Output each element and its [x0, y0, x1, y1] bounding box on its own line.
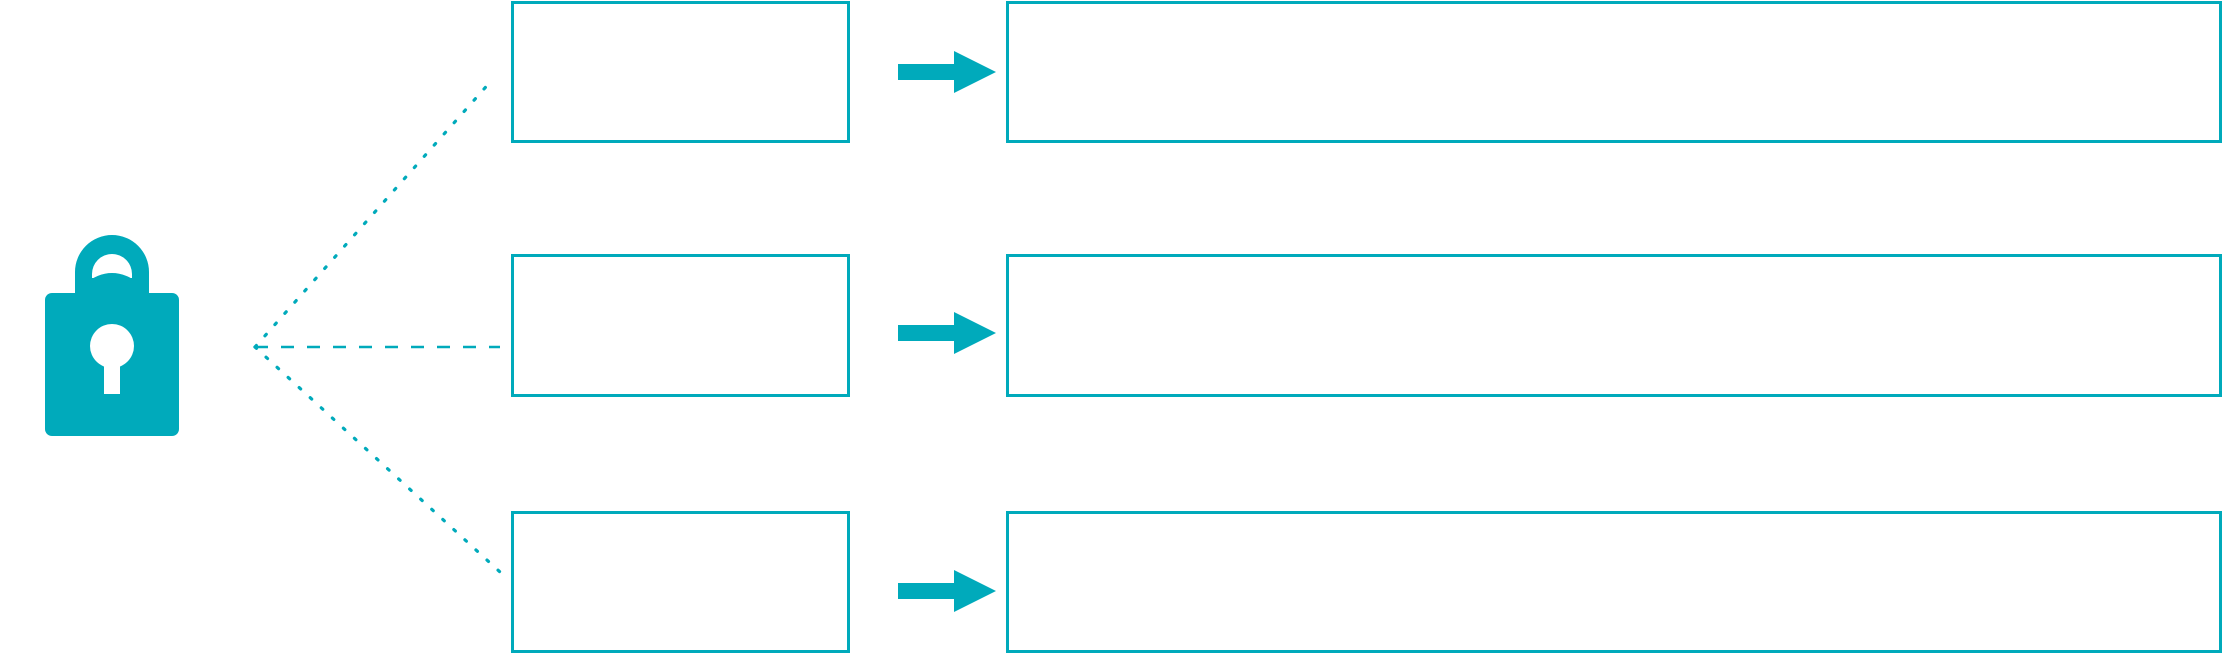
right-box-3[interactable]: [1006, 511, 2222, 653]
left-box-3[interactable]: [511, 511, 850, 653]
arrow-1: [898, 51, 996, 93]
arrow-right-icon: [898, 312, 996, 354]
arrow-2: [898, 312, 996, 354]
arrow-right-icon: [898, 570, 996, 612]
left-box-2[interactable]: [511, 254, 850, 397]
connector-line-1: [253, 78, 494, 349]
source-node: [27, 218, 197, 436]
right-box-2[interactable]: [1006, 254, 2222, 397]
right-box-1[interactable]: [1006, 1, 2222, 143]
arrow-3: [898, 570, 996, 612]
arrow-right-icon: [898, 51, 996, 93]
lock-icon: [45, 235, 179, 436]
connector-line-3: [253, 345, 502, 574]
left-box-1[interactable]: [511, 1, 850, 143]
